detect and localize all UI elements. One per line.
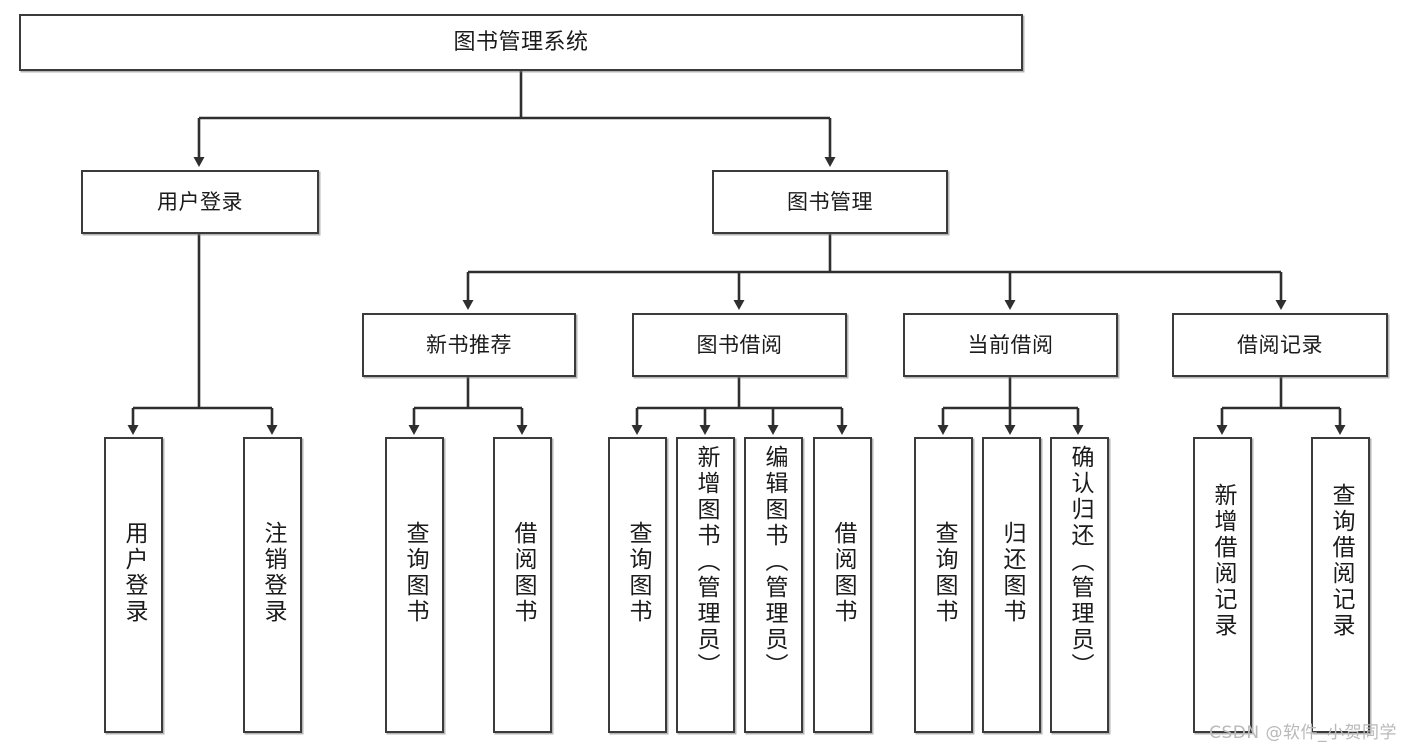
node-label: 新增图书（管理员） <box>693 445 719 679</box>
node-leaf-edit-book-admin[interactable]: 编辑图书（管理员） <box>744 437 803 733</box>
node-label: 查询图书 <box>402 521 428 625</box>
node-leaf-query-book[interactable]: 查询图书 <box>608 437 667 733</box>
node-label: 用户登录 <box>157 189 243 214</box>
node-new-book-recommend[interactable]: 新书推荐 <box>362 313 576 377</box>
node-label: 归还图书 <box>999 521 1025 625</box>
node-leaf-logout[interactable]: 注销登录 <box>243 437 302 733</box>
node-label: 借阅记录 <box>1237 332 1323 357</box>
node-leaf-borrow-book[interactable]: 借阅图书 <box>813 437 872 733</box>
node-label: 图书管理系统 <box>453 29 589 55</box>
node-book-borrow[interactable]: 图书借阅 <box>632 313 847 377</box>
node-leaf-user-login[interactable]: 用户登录 <box>104 437 163 733</box>
node-current-borrow[interactable]: 当前借阅 <box>903 313 1118 377</box>
node-label: 图书管理 <box>787 189 873 214</box>
node-label: 借阅图书 <box>510 521 536 625</box>
node-user-login[interactable]: 用户登录 <box>81 170 319 234</box>
node-label: 注销登录 <box>260 521 286 625</box>
node-leaf-borrow-book-new[interactable]: 借阅图书 <box>493 437 552 733</box>
node-leaf-query-borrow-record[interactable]: 查询借阅记录 <box>1311 437 1370 733</box>
node-leaf-return-book[interactable]: 归还图书 <box>982 437 1041 733</box>
node-leaf-query-book-current[interactable]: 查询图书 <box>914 437 973 733</box>
node-label: 查询借阅记录 <box>1328 483 1354 639</box>
node-label: 用户登录 <box>121 521 147 625</box>
node-leaf-query-book-new[interactable]: 查询图书 <box>385 437 444 733</box>
watermark: CSDN @软件_小贺同学 <box>1209 723 1397 743</box>
node-label: 借阅图书 <box>830 521 856 625</box>
node-label: 图书借阅 <box>696 332 783 357</box>
node-borrow-record[interactable]: 借阅记录 <box>1172 313 1388 377</box>
node-label: 当前借阅 <box>967 332 1054 357</box>
node-label: 编辑图书（管理员） <box>761 445 787 679</box>
node-label: 查询图书 <box>625 521 651 625</box>
node-leaf-add-borrow-record[interactable]: 新增借阅记录 <box>1193 437 1252 733</box>
node-label: 新增借阅记录 <box>1210 483 1236 639</box>
node-label: 新书推荐 <box>426 332 512 357</box>
node-leaf-confirm-return-admin[interactable]: 确认归还（管理员） <box>1050 437 1109 733</box>
node-leaf-add-book-admin[interactable]: 新增图书（管理员） <box>676 437 735 733</box>
node-label: 确认归还（管理员） <box>1067 445 1093 679</box>
node-label: 查询图书 <box>931 521 957 625</box>
node-root-system[interactable]: 图书管理系统 <box>19 14 1023 71</box>
node-book-management[interactable]: 图书管理 <box>712 170 948 234</box>
